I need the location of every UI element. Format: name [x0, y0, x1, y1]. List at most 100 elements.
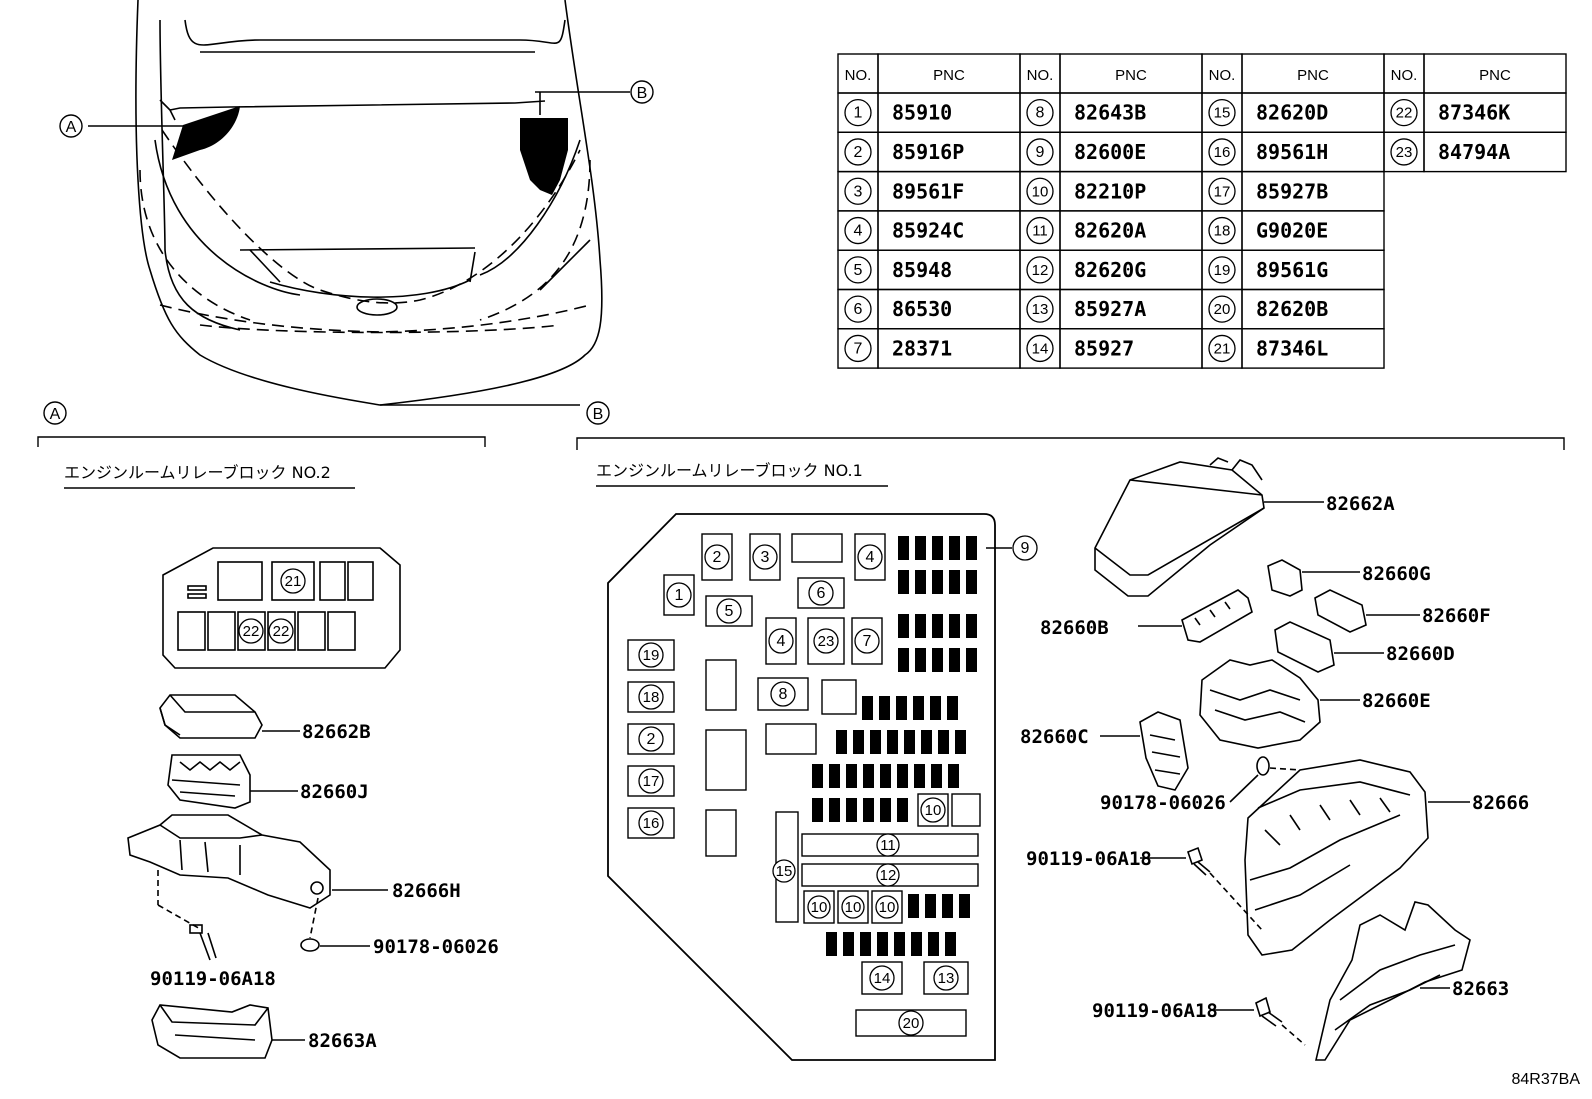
relay-slot-7-number-text: 7 — [863, 633, 872, 650]
blade-fuse — [930, 696, 941, 720]
fuse-row — [898, 570, 977, 594]
pnc-row-number-text: 7 — [854, 340, 863, 357]
blade-fuse — [949, 570, 960, 594]
pnc-row-number: 18 — [1208, 216, 1236, 245]
block-82660j-drawing — [167, 754, 298, 809]
blade-fuse — [908, 894, 919, 918]
relay-slot-3-number-text: 3 — [761, 549, 770, 566]
pnc-table-header-pnc: PNC — [933, 67, 965, 84]
blade-fuse — [928, 932, 939, 956]
fuse-row — [826, 932, 956, 956]
blade-fuse — [863, 798, 874, 822]
pnc-row-code: 89561H — [1256, 140, 1328, 164]
section-b-letter: B — [593, 406, 604, 423]
relay-slot-10 — [917, 793, 949, 827]
blade-fuse — [966, 536, 977, 560]
pnc-row-code: 85948 — [892, 258, 952, 282]
pnc-row-number-text: 11 — [1032, 223, 1048, 240]
pnc-row-code: 85927A — [1074, 297, 1146, 321]
pnc-row-number: 7 — [844, 334, 872, 363]
part-82662b-label: 82662B — [302, 721, 371, 743]
relay-slot-5 — [705, 595, 753, 627]
relay-slot-16-number-text: 16 — [643, 815, 660, 832]
relay-slot-blank — [705, 809, 737, 857]
pnc-row-number: 3 — [844, 177, 872, 205]
blade-fuse — [862, 696, 873, 720]
relay-slot-23 — [807, 617, 845, 665]
relay-slot-8 — [757, 677, 809, 711]
pnc-row-number: 23 — [1390, 138, 1418, 166]
pnc-table-header-no: NO. — [845, 67, 872, 84]
relay-slot-2 — [701, 533, 733, 581]
blade-fuse — [915, 570, 926, 594]
pnc-row-number-text: 3 — [854, 183, 863, 200]
relay-slot-20-number: 20 — [898, 1010, 924, 1036]
section-b-title: エンジンルームリレーブロック NO.1 — [596, 461, 863, 480]
relay-slot-1 — [663, 574, 695, 616]
pnc-row-number: 21 — [1208, 334, 1236, 363]
relay-slot-2-number: 2 — [704, 544, 730, 570]
blade-fuse — [870, 730, 881, 754]
pnc-row-number-text: 12 — [1032, 262, 1049, 279]
block-82660c-drawing — [1100, 711, 1189, 791]
part-82660j-label: 82660J — [300, 781, 369, 803]
section-a-letter: A — [50, 406, 61, 423]
pnc-row-code: 82620A — [1074, 219, 1146, 243]
relay-slot-4 — [854, 533, 886, 581]
relay-slot-18 — [627, 681, 675, 713]
pnc-table-header-pnc: PNC — [1115, 67, 1147, 84]
cover-82662a-drawing — [1094, 457, 1324, 597]
blade-fuse — [931, 764, 942, 788]
part-82666h-label: 82666H — [392, 880, 461, 902]
pnc-row-code: 87346K — [1438, 101, 1510, 125]
relay-slot-17-number-text: 17 — [643, 773, 660, 790]
relay-slot-19-number-text: 19 — [643, 647, 660, 664]
fuse-row — [898, 536, 977, 560]
relay-slot-4-number: 4 — [857, 544, 883, 570]
blade-fuse — [898, 614, 909, 638]
pnc-row-number: 16 — [1208, 138, 1236, 166]
relay-slot-19 — [627, 639, 675, 671]
pnc-table-header-no: NO. — [1209, 67, 1236, 84]
part-82660c-label: 82660C — [1020, 726, 1089, 748]
pnc-row-code: 82600E — [1074, 140, 1146, 164]
blade-fuse — [863, 764, 874, 788]
relay-slot-16 — [627, 807, 675, 839]
relay-slot-23-number: 23 — [813, 628, 839, 654]
relay-slot-3 — [749, 533, 781, 581]
fuse-10-3-number: 10 — [875, 895, 899, 919]
blade-fuse — [846, 798, 857, 822]
section-b-bracket — [576, 437, 1565, 450]
relay-slot-7 — [851, 617, 883, 665]
relay-slot-4 — [765, 617, 797, 665]
nut-90178-a-drawing — [300, 938, 370, 952]
pnc-row-code: 85916P — [892, 140, 964, 164]
pnc-row-code: 84794A — [1438, 140, 1510, 164]
relay-slot-18-number-text: 18 — [643, 689, 660, 706]
relay-slot-23-number-text: 23 — [818, 633, 835, 650]
callout-a-label: A — [66, 119, 77, 136]
relay-slot-6-number-text: 6 — [817, 585, 826, 602]
blade-fuse — [880, 798, 891, 822]
relay-slot-17 — [627, 765, 675, 797]
pnc-row-code: 28371 — [892, 336, 952, 360]
blade-fuse — [897, 798, 908, 822]
part-82660e-label: 82660E — [1362, 690, 1431, 712]
block-82660e-drawing — [1199, 659, 1360, 749]
pnc-row-number-text: 5 — [854, 262, 863, 279]
pnc-table-row: 7 28371 — [837, 328, 1021, 369]
fuse-row — [898, 614, 977, 638]
slot-a-22-right-text: 22 — [273, 623, 290, 640]
pnc-row-number: 10 — [1026, 177, 1054, 205]
slot-a-22-right: 22 — [268, 618, 294, 644]
relay-block-no1-outline — [607, 513, 996, 1061]
